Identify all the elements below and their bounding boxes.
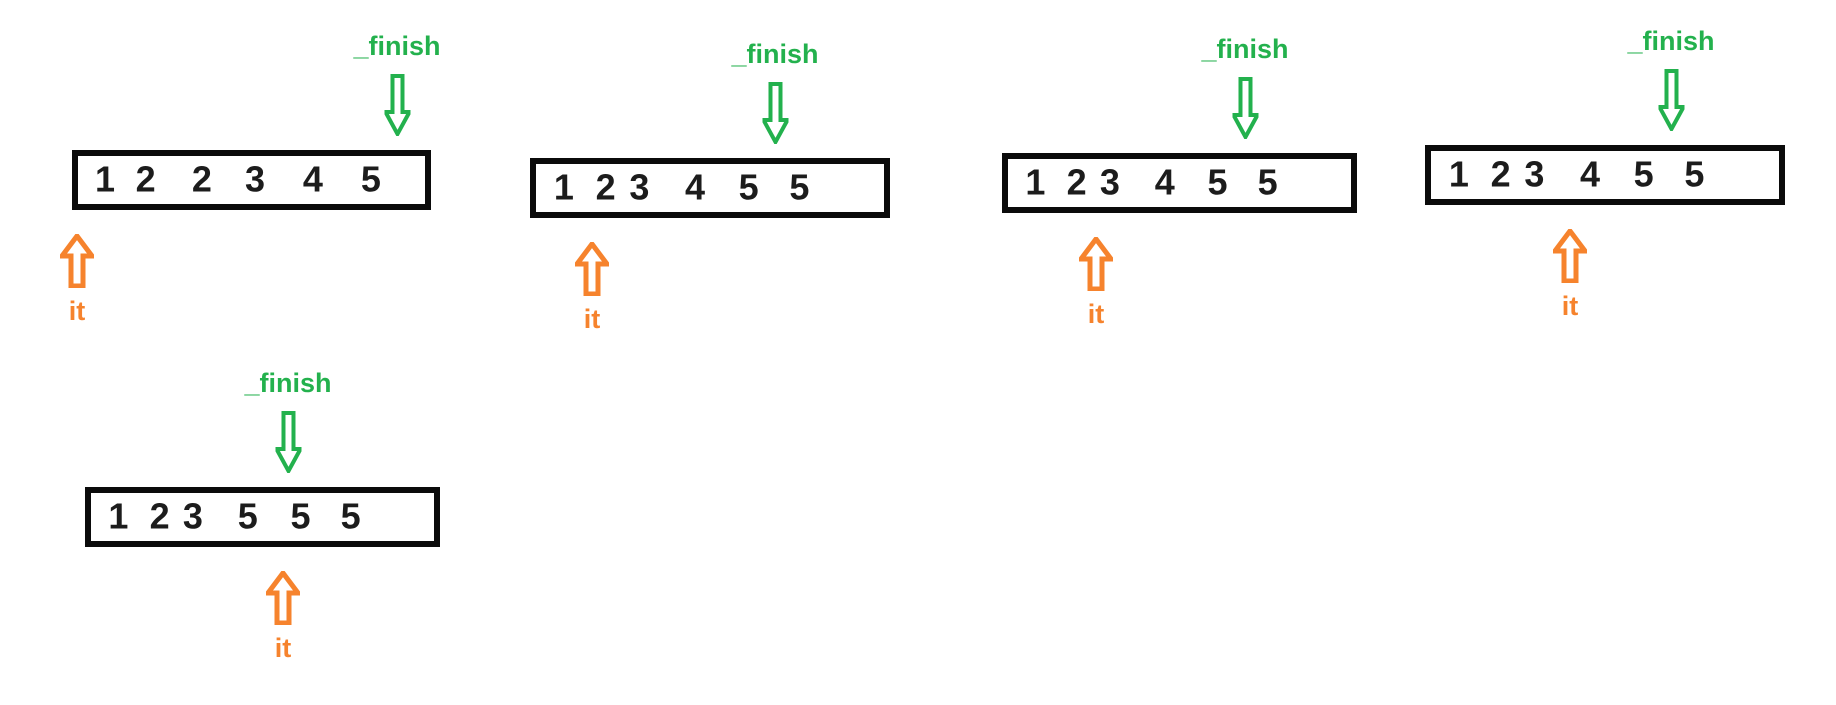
array-box: 1 2 3 5 5 5 [85,487,440,547]
it-label: it [68,296,86,326]
finish-label: _finish [1627,26,1715,56]
it-label: it [1561,291,1579,321]
finish-arrow-down-icon [274,411,301,473]
finish-arrow-down-icon [761,82,788,144]
array-cell-value: 2 [1066,161,1087,203]
array-cell-value: 4 [1580,153,1601,195]
array-cell-value: 5 [340,495,361,537]
array-box: 1 2 3 4 5 5 [530,158,890,218]
finish-pointer: _finish [244,367,332,473]
array-cell-value: 4 [1154,161,1175,203]
finish-pointer: _finish [731,38,819,144]
it-label: it [583,304,601,334]
array-cell-value: 1 [1025,161,1046,203]
finish-label: _finish [731,39,819,69]
array-cell-value: 5 [1633,153,1654,195]
it-arrow-up-icon [1079,237,1113,291]
array-cell-value: 2 [149,495,170,537]
array-cell-value: 2 [1490,153,1511,195]
array-cell-value: 3 [1099,161,1120,203]
array-cell-value: 4 [685,166,706,208]
array-cell-value: 2 [135,158,156,200]
it-arrow-up-icon [1553,229,1587,283]
finish-label: _finish [353,31,441,61]
it-label: it [274,633,292,663]
array-cell-value: 5 [1207,161,1228,203]
array-box: 1 2 2 3 4 5 [72,150,431,210]
finish-pointer: _finish [1201,33,1289,139]
array-cell-value: 3 [629,166,650,208]
array-cell-value: 5 [738,166,759,208]
it-arrow-up-icon [60,234,94,288]
finish-arrow-down-icon [1231,77,1258,139]
array-cell-value: 5 [789,166,810,208]
it-label: it [1087,299,1105,329]
it-arrow-up-icon [266,571,300,625]
array-cell-value: 5 [237,495,258,537]
it-pointer: it [1553,229,1587,321]
finish-pointer: _finish [353,30,441,136]
array-cell-value: 4 [302,158,323,200]
it-arrow-up-icon [575,242,609,296]
it-pointer: it [575,242,609,334]
array-cell-value: 2 [191,158,212,200]
array-cell-value: 5 [290,495,311,537]
it-pointer: it [1079,237,1113,329]
array-cell-value: 3 [244,158,265,200]
array-cell-value: 3 [1524,153,1545,195]
array-cell-value: 1 [553,166,574,208]
array-cell-value: 1 [95,158,116,200]
finish-pointer: _finish [1627,25,1715,131]
it-pointer: it [266,571,300,663]
array-cell-value: 1 [108,495,129,537]
array-cell-value: 5 [360,158,381,200]
finish-arrow-down-icon [383,74,410,136]
finish-arrow-down-icon [1657,69,1684,131]
array-box: 1 2 3 4 5 5 [1425,145,1785,205]
finish-label: _finish [1201,34,1289,64]
finish-label: _finish [244,368,332,398]
array-cell-value: 5 [1257,161,1278,203]
array-cell-value: 1 [1448,153,1469,195]
it-pointer: it [60,234,94,326]
array-cell-value: 5 [1684,153,1705,195]
array-box: 1 2 3 4 5 5 [1002,153,1357,213]
array-cell-value: 3 [182,495,203,537]
array-cell-value: 2 [595,166,616,208]
